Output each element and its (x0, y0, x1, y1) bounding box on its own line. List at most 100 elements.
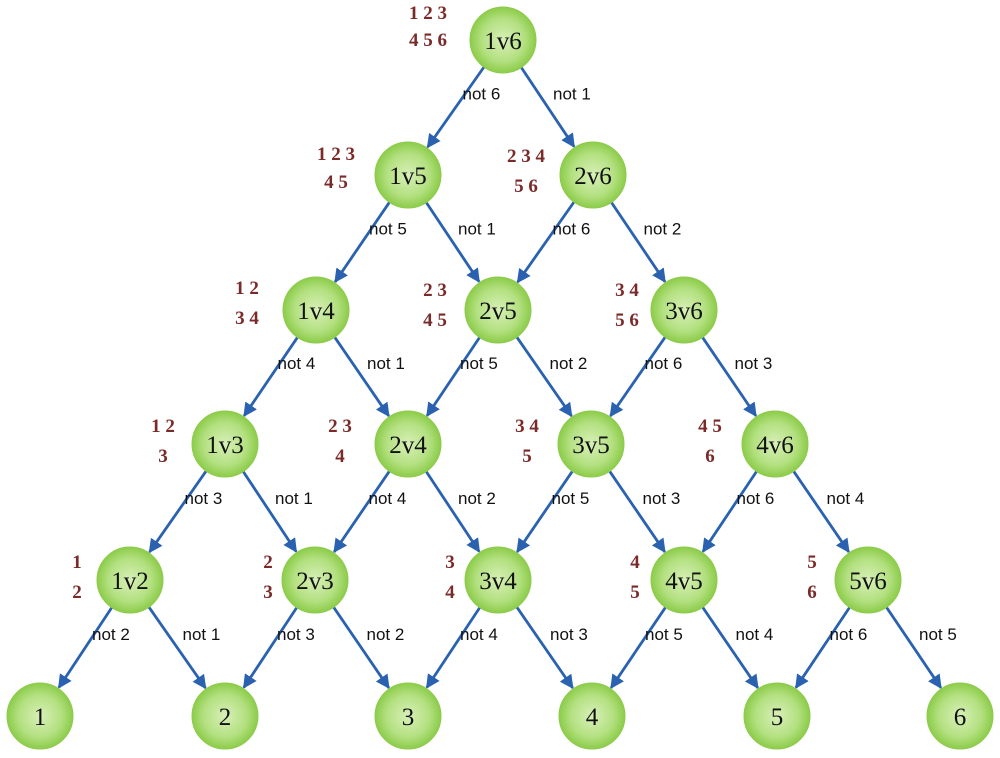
edge-4v5-c4: not 5 (609, 606, 683, 689)
edge-arrow (516, 470, 574, 554)
edge-arrow (609, 336, 667, 418)
edge-2v4-2v3: not 4 (333, 470, 407, 554)
node-circle (191, 682, 259, 750)
edge-arrow (333, 470, 391, 554)
node-circle (741, 410, 809, 478)
candidate-set-line: 1 2 (235, 278, 259, 299)
node-circle (650, 546, 718, 614)
candidate-set-line: 3 (158, 446, 168, 467)
candidate-set-line: 6 (705, 446, 715, 467)
node-label: 1 (34, 704, 47, 731)
candidate-set-line: 5 (630, 582, 640, 603)
edge-arrow (792, 470, 850, 554)
edge-arrow (425, 336, 481, 417)
node-label: 2v3 (296, 568, 334, 595)
edge-arrow (425, 201, 481, 283)
edge-label: not 6 (830, 625, 868, 644)
edge-label: not 4 (278, 354, 316, 373)
node-circle (743, 682, 811, 750)
candidate-set-line: 1 2 3 (409, 3, 447, 24)
edge-arrow (885, 606, 943, 689)
node-label: 3v5 (572, 432, 610, 459)
edge-label: not 2 (644, 220, 682, 239)
node-label: 2 (219, 704, 232, 731)
edge-label: not 2 (92, 625, 130, 644)
node-circle (6, 682, 74, 750)
edge-label: not 2 (367, 625, 405, 644)
edge-label: not 6 (737, 489, 775, 508)
node-circle (464, 546, 532, 614)
edge-5v6-c6: not 5 (885, 606, 957, 689)
node-label: 1v3 (206, 432, 244, 459)
edge-label: not 3 (550, 625, 588, 644)
edge-2v5-3v5: not 2 (515, 336, 587, 418)
edge-arrow (333, 201, 391, 284)
edge-label: not 2 (458, 489, 496, 508)
node-label: 1v4 (297, 298, 335, 325)
edge-2v6-3v6: not 2 (610, 201, 682, 283)
edge-3v6-4v6: not 3 (701, 336, 773, 418)
node-label: 1v2 (111, 568, 149, 595)
edge-arrow (701, 336, 758, 418)
edge-1v5-2v5: not 1 (425, 201, 496, 283)
edge-3v4-c4: not 3 (515, 606, 588, 690)
edge-label: not 3 (185, 489, 223, 508)
edge-label: not 5 (460, 354, 498, 373)
node-label: 5v6 (849, 568, 887, 595)
edge-3v5-3v4: not 5 (516, 470, 589, 554)
candidate-set-line: 4 5 6 (409, 30, 447, 51)
node-c2: 2 (191, 682, 259, 750)
candidate-set-line: 3 (445, 552, 455, 573)
edge-1v3-2v3: not 1 (242, 470, 313, 553)
edge-arrow (516, 201, 576, 284)
edge-arrow (701, 606, 759, 690)
node-circle (834, 546, 902, 614)
node-c4: 4 (558, 682, 626, 750)
edge-1v4-1v3: not 4 (242, 336, 316, 418)
node-label: 5 (771, 704, 784, 731)
candidate-set-line: 4 (335, 446, 345, 467)
candidate-set-line: 1 2 3 (317, 144, 355, 165)
edge-1v3-1v2: not 3 (148, 470, 223, 554)
edges: not 6 not 1 not 5 not 1 not 6 not 2 not 4 not 1… (57, 66, 957, 690)
candidate-set-line: 4 5 (324, 172, 348, 193)
edge-label: not 6 (553, 220, 591, 239)
node-circle (469, 6, 537, 74)
edge-1v5-1v4: not 5 (333, 201, 407, 284)
candidate-set-line: 3 4 (515, 416, 539, 437)
edge-arrow (794, 606, 851, 689)
candidate-set-line: 6 (807, 582, 817, 603)
edge-label: not 4 (736, 625, 774, 644)
edge-label: not 3 (277, 625, 315, 644)
edge-arrow (515, 606, 574, 690)
edge-label: not 3 (735, 354, 773, 373)
edge-2v6-2v5: not 6 (516, 201, 591, 284)
candidate-set-line: 5 (522, 446, 532, 467)
edge-arrow (425, 470, 481, 553)
candidate-set-line: 3 4 (235, 308, 259, 329)
edge-1v4-2v4: not 1 (333, 336, 405, 418)
edge-label: not 1 (275, 489, 313, 508)
node-circle (191, 410, 259, 478)
node-circle (559, 141, 627, 209)
node-label: 6 (954, 704, 967, 731)
edge-label: not 5 (369, 220, 407, 239)
node-c5: 5 (743, 682, 811, 750)
node-c6: 6 (926, 682, 994, 750)
candidate-set-line: 4 5 (698, 416, 722, 437)
edge-label: not 6 (463, 85, 501, 104)
node-label: 4v5 (665, 568, 703, 595)
edge-arrow (333, 336, 390, 418)
node-circle (374, 682, 442, 750)
edge-label: not 4 (369, 489, 407, 508)
candidate-set-line: 4 5 (423, 310, 447, 331)
edge-3v6-3v5: not 6 (609, 336, 682, 418)
